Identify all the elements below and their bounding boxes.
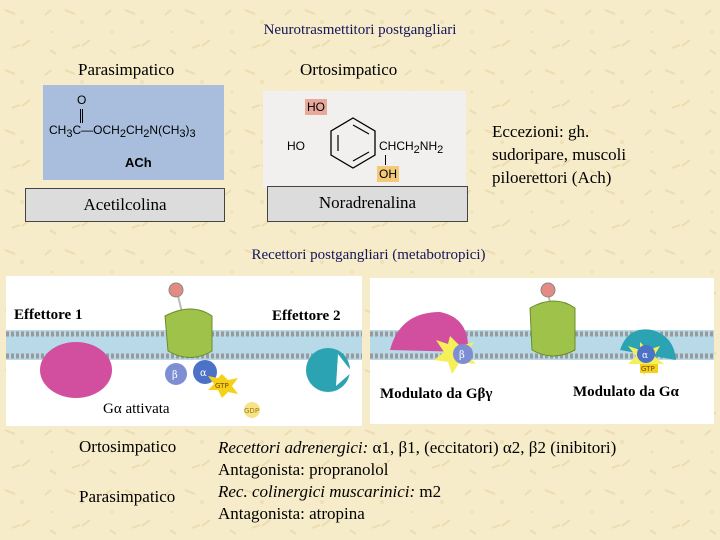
effector-1-shape [40, 342, 112, 398]
svg-text:α: α [200, 368, 207, 379]
effector-1-label: Effettore 1 [12, 307, 85, 324]
galpha-active-label: Gα attivata [101, 401, 172, 418]
ach-label: ACh [125, 155, 152, 170]
bottom-label-parasympathetic: Parasimpatico [79, 487, 176, 506]
ligand-icon-right [540, 282, 556, 298]
ach-structure-image: O CH3C—OCH2CH2N(CH3)3 ACh [43, 85, 224, 180]
receptor-left [164, 308, 213, 358]
acetylcholine-box: Acetilcolina [25, 188, 225, 222]
exceptions-line-3: piloerettori (Ach) [492, 168, 612, 187]
muscarinic-receptors-line: Rec. colinergici muscarinici: m2 [218, 482, 442, 501]
svg-text:GTP: GTP [641, 365, 655, 373]
g-beta-left [165, 363, 187, 385]
ligand-icon [168, 282, 184, 298]
bottom-label-sympathetic: Ortosimpatico [79, 437, 177, 456]
muscarinic-antagonist-line: Antagonista: atropina [218, 504, 365, 523]
column-parasympathetic: Parasimpatico [78, 60, 175, 79]
carbonyl-oxygen: O [77, 93, 87, 107]
adrenergic-receptors-line: Recettori adrenergici: α1, β1, (eccitato… [218, 438, 617, 457]
receptor-right [529, 300, 576, 357]
column-sympathetic: Ortosimpatico [300, 60, 398, 79]
noradrenaline-box: Noradrenalina [267, 186, 468, 222]
noradrenaline-structure-image: HO HO CHCH2NH2 OH [263, 91, 466, 188]
modulated-by-ga-label: Modulato da Gα [571, 384, 681, 401]
benzene-ring-icon [330, 117, 376, 169]
exceptions-note: Eccezioni: gh. sudoripare, muscoli piloe… [492, 120, 626, 189]
g-alpha-right [637, 345, 655, 363]
receptor-details: Recettori adrenergici: α1, β1, (eccitato… [218, 437, 616, 525]
side-chain: CHCH2NH2 [379, 139, 444, 156]
gpcr-diagram: β α GTP GDP β α GTP [6, 276, 714, 426]
svg-text:β: β [172, 370, 178, 381]
receptors-heading: Recettori postgangliari (metabotropici) [251, 247, 486, 263]
exceptions-line-2: sudoripare, muscoli [492, 145, 627, 164]
hydroxyl-left: HO [287, 139, 305, 153]
hydroxyl-chain: OH [377, 166, 399, 182]
modulated-by-gbg-label: Modulato da Gβγ [378, 386, 495, 403]
adrenergic-antagonist-line: Antagonista: propranolol [218, 460, 389, 479]
exceptions-line-1: Eccezioni: gh. [492, 122, 590, 141]
hydroxyl-top: HO [305, 99, 327, 115]
ach-formula: CH3C—OCH2CH2N(CH3)3 [49, 123, 196, 140]
effector-2-label: Effettore 2 [270, 308, 343, 325]
page-title: Neurotrasmettitori postgangliari [263, 22, 457, 38]
svg-text:GTP: GTP [215, 382, 229, 390]
gtp-burst-left [208, 374, 238, 398]
svg-text:GDP: GDP [244, 407, 259, 415]
g-beta-right [453, 344, 473, 364]
svg-text:α: α [642, 351, 648, 361]
svg-text:β: β [459, 350, 465, 361]
